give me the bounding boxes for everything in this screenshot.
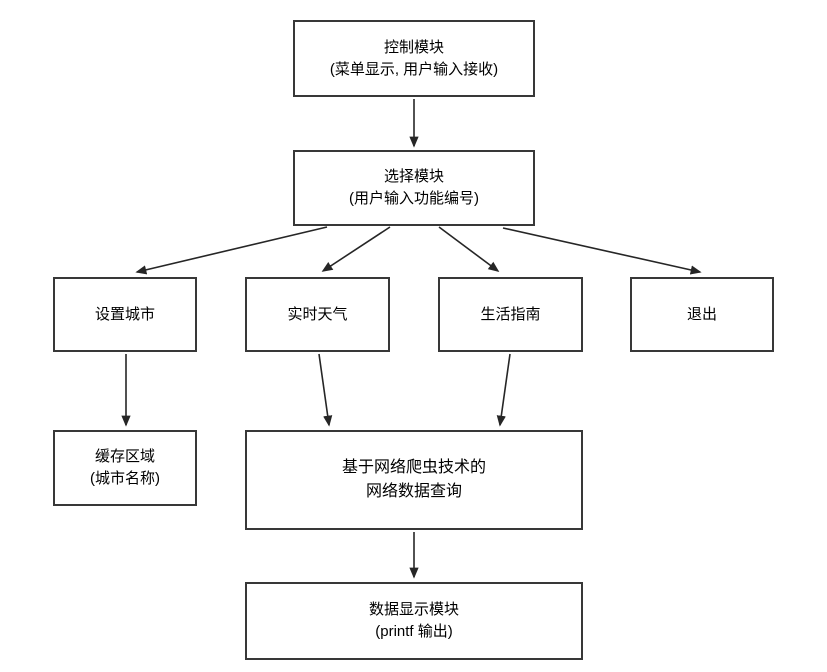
node-set-city: 设置城市 <box>53 277 197 352</box>
node-life-guide-label: 生活指南 <box>480 305 541 323</box>
node-data-display-module-title: 数据显示模块 <box>368 601 459 618</box>
node-exit: 退出 <box>630 277 774 352</box>
connector-select-to-exit <box>502 227 702 275</box>
node-realtime-weather-label: 实时天气 <box>287 305 348 323</box>
connector-select-to-set-city <box>135 226 328 275</box>
node-select-module: 选择模块 (用户输入功能编号) <box>293 150 535 226</box>
node-crawler-query-line2: 网络数据查询 <box>365 483 462 500</box>
node-data-display-module: 数据显示模块 (printf 输出) <box>245 582 583 660</box>
node-life-guide: 生活指南 <box>438 277 583 352</box>
node-control-module-title: 控制模块 <box>383 38 444 56</box>
node-select-module-subtitle: (用户输入功能编号) <box>349 190 479 207</box>
node-control-module-subtitle: (菜单显示, 用户输入接收) <box>329 60 499 78</box>
node-cache-area: 缓存区域 (城市名称) <box>53 430 197 506</box>
node-crawler-query-line1: 基于网络爬虫技术的 <box>341 459 486 476</box>
connector-select-to-weather <box>321 226 391 272</box>
node-cache-area-title: 缓存区域 <box>94 448 155 465</box>
node-realtime-weather: 实时天气 <box>245 277 390 352</box>
node-cache-area-subtitle: (城市名称) <box>90 470 160 487</box>
connector-guide-to-crawler <box>496 353 511 427</box>
node-control-module: 控制模块 (菜单显示, 用户输入接收) <box>293 20 535 97</box>
node-data-display-module-subtitle: (printf 输出) <box>375 623 453 640</box>
connector-weather-to-crawler <box>318 353 333 427</box>
node-crawler-query: 基于网络爬虫技术的 网络数据查询 <box>245 430 583 530</box>
node-exit-label: 退出 <box>686 305 717 323</box>
node-select-module-title: 选择模块 <box>383 168 444 185</box>
connector-select-to-guide <box>438 226 500 272</box>
node-set-city-label: 设置城市 <box>94 305 155 323</box>
